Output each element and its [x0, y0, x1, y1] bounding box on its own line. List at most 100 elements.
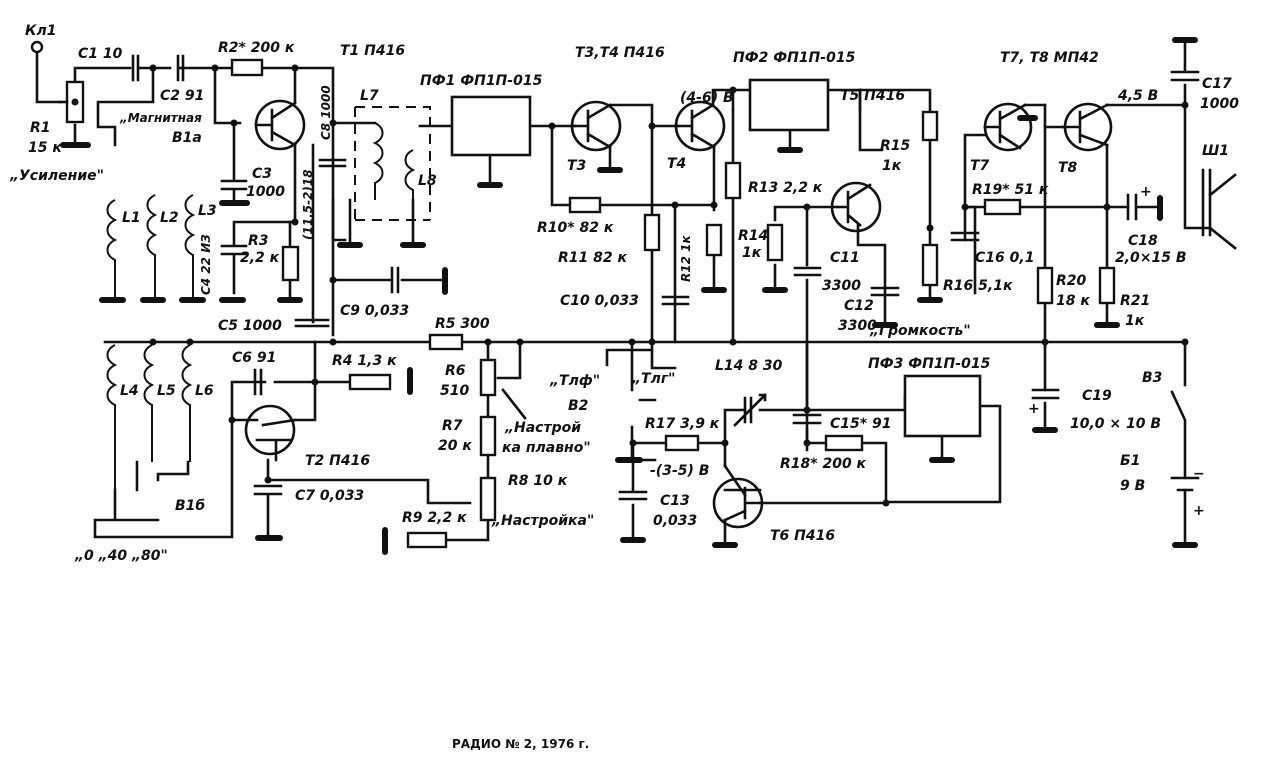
label-r1-value: 15 к [28, 140, 62, 156]
capacitor-c3 [220, 179, 248, 191]
coil-l4 [106, 344, 118, 490]
coil-l5 [143, 344, 155, 462]
label-r15: R15 [880, 138, 911, 154]
label-c1: C1 10 [78, 46, 123, 62]
transistor-t2 [230, 404, 297, 462]
label-tlg: „Тлг" [631, 371, 675, 387]
label-r11: R11 82 к [558, 250, 627, 266]
filter-pf1 [450, 95, 532, 157]
resistor-r11 [643, 213, 661, 252]
label-r20: R20 [1056, 273, 1087, 289]
transistor-t6 [712, 464, 764, 529]
transistor-t3 [570, 100, 622, 152]
coil-l3 [184, 194, 196, 300]
label-l6: L6 [195, 383, 214, 399]
capacitor-c10 [661, 295, 690, 306]
transistor-t1 [254, 99, 306, 151]
label-r13: R13 2,2 к [748, 180, 823, 196]
caption-source: РАДИО № 2, 1976 г. [452, 737, 589, 751]
label-c12-value: 3300 [838, 318, 877, 334]
ground-symbols [60, 37, 1198, 555]
wires [35, 38, 1212, 547]
label-l3: L3 [198, 203, 217, 219]
label-r21-value: 1к [1125, 313, 1145, 329]
transistor-t8 [1061, 102, 1113, 152]
battery-b1 [1170, 476, 1200, 492]
label-r14: R14 [738, 228, 768, 244]
label-r1-usilenie: „Усиление" [9, 168, 104, 184]
label-t7: T7 [970, 158, 990, 174]
label-c2: C2 91 [160, 88, 204, 104]
label-c19-value: 10,0 × 10 В [1070, 416, 1161, 432]
terminal-kl1 [30, 40, 44, 54]
label-t6: T6 П416 [770, 528, 835, 544]
junctions [71, 64, 1189, 507]
resistor-r18 [824, 434, 864, 452]
label-battery-plus: + [1193, 503, 1205, 519]
label-r16: R16 5,1к [943, 278, 1013, 294]
resistor-r2 [230, 58, 264, 77]
label-r6-value: 510 [440, 383, 469, 399]
label-voltage-4-5: 4,5 В [1117, 88, 1158, 104]
capacitor-c5 [294, 318, 330, 328]
label-c13-value: 0,033 [653, 513, 697, 529]
resistor-r13 [724, 161, 742, 200]
label-pf3: ПФ3 ФП1П-015 [868, 356, 991, 372]
label-c19: C19 [1082, 388, 1112, 404]
label-c13: C13 [660, 493, 690, 509]
capacitor-c12 [870, 286, 900, 297]
label-r6: R6 [445, 363, 466, 379]
label-c18-value: 2,0×15 В [1115, 250, 1187, 266]
filters [450, 78, 982, 438]
resistor-r3 [281, 245, 300, 282]
label-c19-plus: + [1028, 401, 1040, 417]
label-l2: L2 [160, 210, 179, 226]
label-pf1: ПФ1 ФП1П-015 [420, 73, 543, 89]
label-t8: T8 [1058, 160, 1078, 176]
label-l7: L7 [360, 88, 379, 104]
resistor-r17 [664, 434, 700, 452]
label-r20-value: 18 к [1056, 293, 1090, 309]
filter-pf3 [903, 374, 982, 438]
label-r2: R2* 200 к [218, 40, 295, 56]
label-r15-value: 1к [882, 158, 902, 174]
label-sh1: Ш1 [1202, 143, 1229, 159]
label-kl1: Кл1 [25, 23, 56, 39]
label-c9: C9 0,033 [340, 303, 409, 319]
label-c7: C7 0,033 [295, 488, 364, 504]
capacitor-c1 [131, 54, 140, 82]
label-nastroika: „Настройка" [491, 513, 594, 529]
label-c3-value: 1000 [246, 184, 285, 200]
resistor-r5 [428, 333, 464, 351]
label-pf2: ПФ2 ФП1П-015 [733, 50, 856, 66]
capacitor-c18 [1126, 193, 1138, 221]
label-v2: B2 [568, 398, 588, 414]
resistor-r15 [921, 110, 939, 142]
capacitor-c19 [1031, 388, 1060, 400]
label-t4: T4 [667, 156, 686, 172]
label-l5: L5 [157, 383, 176, 399]
capacitor-c6 [253, 368, 263, 396]
label-r17: R17 3,9 к [645, 416, 720, 432]
capacitor-c7 [253, 484, 283, 496]
label-l1: L1 [122, 210, 141, 226]
resistor-r4 [348, 373, 392, 391]
label-r9: R9 2,2 к [402, 510, 467, 526]
label-r14-value: 1к [742, 245, 762, 261]
label-c5: C5 1000 [218, 318, 282, 334]
coil-l2 [146, 194, 158, 300]
resistor-r6 [479, 358, 497, 397]
capacitor-c8 [318, 158, 347, 168]
capacitors [131, 54, 1200, 501]
transistor-t7 [983, 102, 1033, 152]
resistor-r9 [406, 531, 448, 549]
label-r12: R12 1к [679, 235, 693, 282]
label-c4: C4 22 ИЗ [199, 234, 213, 295]
label-c16: C16 0,1 [975, 250, 1034, 266]
label-r4: R4 1,3 к [332, 353, 397, 369]
label-c18-plus: + [1140, 184, 1152, 200]
resistor-r7 [479, 415, 497, 457]
label-r5: R5 300 [435, 316, 490, 332]
label-c11: C11 [830, 250, 860, 266]
label-fine-tune-2: ка плавно" [502, 440, 591, 456]
